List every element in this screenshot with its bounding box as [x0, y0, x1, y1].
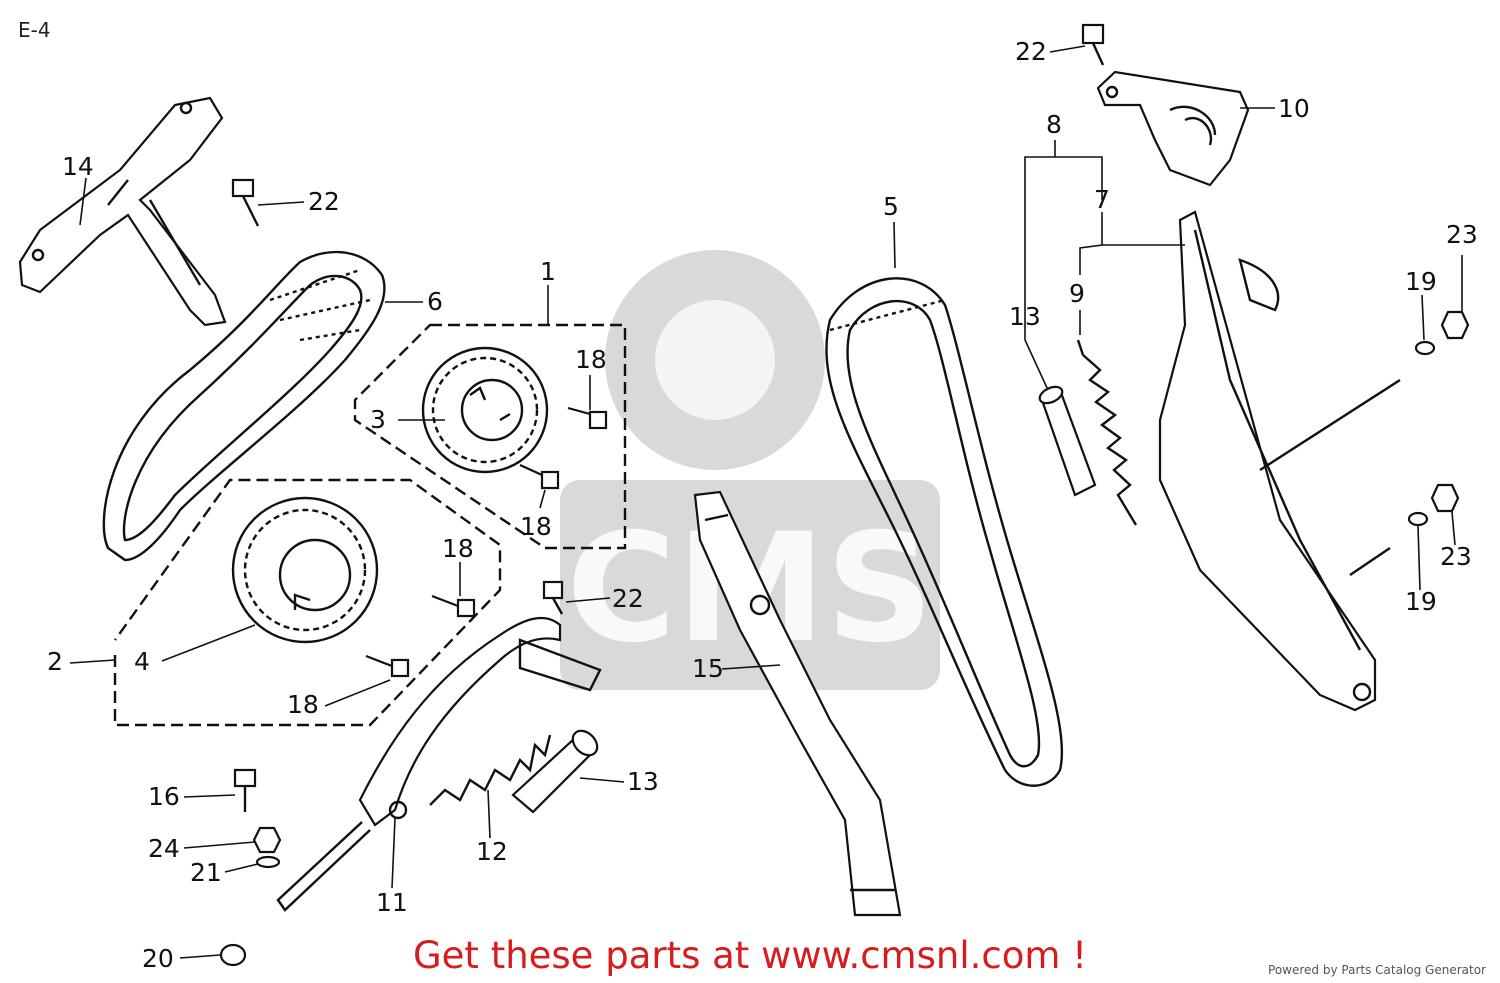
page-code: E-4: [18, 18, 51, 42]
callout-20: 20: [142, 944, 174, 973]
callout-7: 7: [1094, 185, 1110, 214]
callout-14: 14: [62, 152, 94, 181]
callout-12: 12: [476, 837, 508, 866]
callout-1: 1: [540, 257, 556, 286]
callout-13-lower: 13: [627, 767, 659, 796]
tensioner-spring: [429, 734, 552, 806]
callout-11: 11: [376, 888, 408, 917]
callout-2: 2: [47, 647, 63, 676]
callout-9: 9: [1069, 279, 1085, 308]
collar-upper: [1038, 385, 1097, 497]
sprocket-assembly-2: [113, 478, 502, 727]
tensioner-lifter: [1158, 210, 1401, 712]
washer-19-upper: [1414, 340, 1436, 356]
chain-guide-bracket: [18, 96, 227, 327]
callout-16: 16: [148, 782, 180, 811]
bolt-22-right: [1081, 23, 1105, 66]
bolt-18-a: [431, 594, 476, 618]
callout-21: 21: [190, 858, 222, 887]
tensioner-arm: [276, 616, 602, 912]
callout-19-lower: 19: [1405, 587, 1437, 616]
callout-4: 4: [134, 647, 150, 676]
washer-19-lower: [1407, 511, 1429, 527]
nut-24: [252, 826, 282, 854]
bolt-22-center: [542, 580, 564, 615]
bolt-22-left: [231, 178, 260, 227]
sprocket-assembly-1: [353, 323, 627, 550]
callout-13-upper: 13: [1009, 302, 1041, 331]
nut-23-lower: [1430, 483, 1460, 513]
cta-link[interactable]: Get these parts at www.cmsnl.com !: [412, 934, 1087, 977]
washer-21: [255, 855, 281, 869]
callout-22-left: 22: [308, 187, 340, 216]
bolt-18-lower: [519, 463, 560, 490]
callout-10: 10: [1278, 94, 1310, 123]
chain-guide-center: [693, 490, 902, 917]
footer-credit: Powered by Parts Catalog Generator: [1268, 963, 1486, 977]
callout-3: 3: [370, 405, 386, 434]
callout-15: 15: [692, 654, 724, 683]
callout-18-right: 18: [442, 534, 474, 563]
callout-22-right: 22: [1015, 37, 1047, 66]
cam-chain-left: [102, 250, 386, 562]
bolt-16: [233, 768, 257, 812]
nut-23-upper: [1440, 310, 1470, 340]
bolt-18-b: [365, 654, 410, 678]
callout-18-middle: 18: [520, 512, 552, 541]
bracket-10: [1096, 70, 1250, 187]
cam-chain-right: [825, 277, 1064, 787]
spring-9: [1076, 339, 1138, 526]
callout-24: 24: [148, 834, 180, 863]
callout-18-upper: 18: [575, 345, 607, 374]
collar-20: [219, 943, 247, 967]
leader-lines: [69, 45, 1463, 959]
callout-5: 5: [883, 192, 899, 221]
callout-22-center: 22: [612, 584, 644, 613]
bolt-18-upper: [567, 406, 608, 430]
callout-23-upper: 23: [1446, 220, 1478, 249]
callout-23-lower: 23: [1440, 542, 1472, 571]
callout-18-lower: 18: [287, 690, 319, 719]
callout-6: 6: [427, 287, 443, 316]
collar-lower: [511, 729, 599, 814]
callout-8: 8: [1046, 110, 1062, 139]
callout-19-upper: 19: [1405, 267, 1437, 296]
